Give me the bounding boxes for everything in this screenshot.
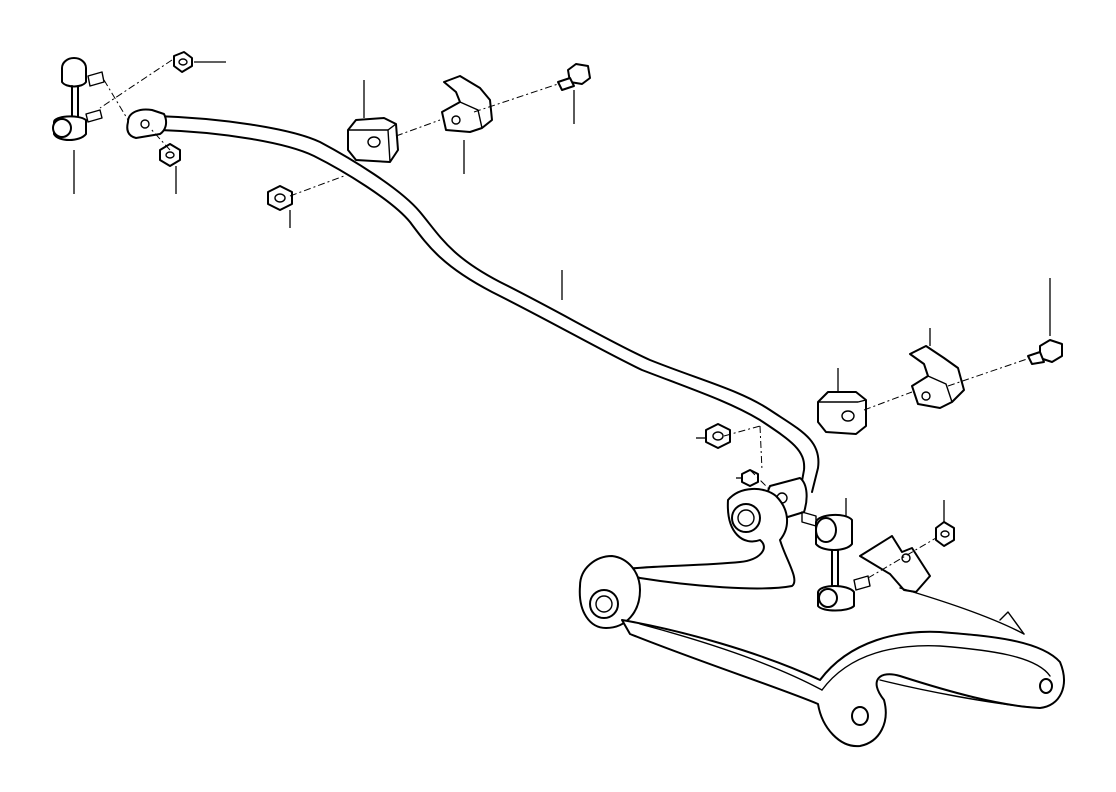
stabilizer-bar — [126, 108, 820, 521]
right-stabilizer-link — [801, 511, 871, 612]
nut-right — [705, 423, 731, 449]
assembly-center-lines — [99, 59, 1031, 579]
nut-control-arm — [935, 521, 955, 547]
nut-mid-left — [267, 185, 293, 211]
leader-lines — [73, 61, 1051, 522]
left-rubber-mount — [347, 117, 399, 163]
nut-top-left — [173, 51, 193, 73]
right-rubber-mount — [817, 391, 867, 435]
lower-control-arm — [578, 488, 1065, 748]
left-stabilizer-link — [52, 57, 105, 141]
right-mounting-clamp — [909, 345, 965, 409]
nut-right-link — [741, 469, 759, 487]
bar-left-eye-hole — [140, 119, 150, 129]
left-mounting-clamp — [441, 75, 493, 133]
bar-left-eye — [126, 108, 168, 139]
right-clamp-bolt — [1027, 339, 1063, 365]
left-clamp-bolt — [557, 63, 591, 91]
nut-left-lower — [159, 143, 181, 167]
